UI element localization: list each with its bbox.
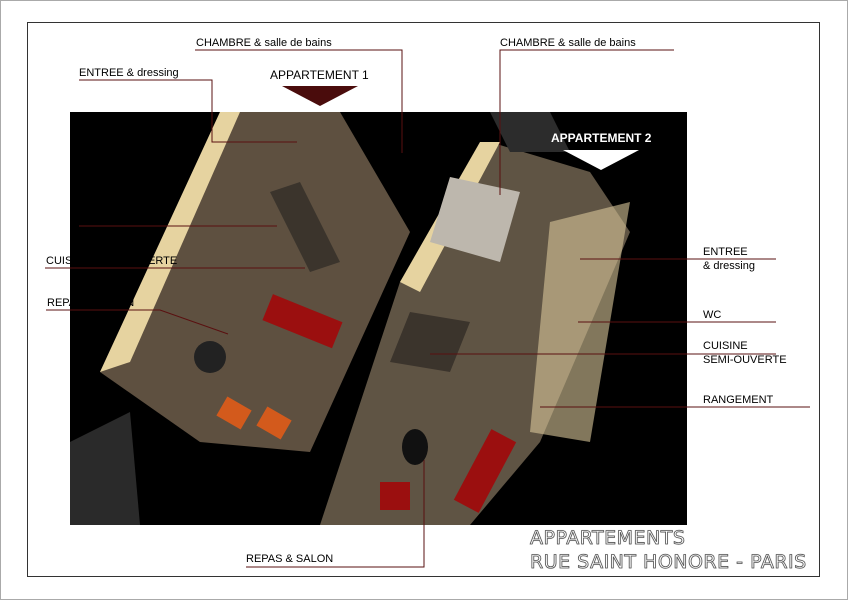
floor-plan-render [70, 112, 687, 525]
apartment-1-chair-1 [216, 396, 252, 430]
label-cuisine-1: CUISINE SEMI-OUVERTE [46, 255, 178, 267]
label-entree-1: ENTREE & dressing [79, 67, 179, 79]
arrow-apartment-1 [282, 86, 358, 106]
title-line-1: APPARTEMENTS [530, 527, 686, 550]
label-entree-2-sub: & dressing [703, 260, 755, 272]
label-repas-1: REPAS & SALON [47, 297, 135, 309]
label-appartement-2: APPARTEMENT 2 [551, 131, 652, 145]
apartment-2-chair-black [402, 429, 428, 465]
label-entree-2: ENTREE [703, 246, 748, 258]
label-chambre-1: CHAMBRE & salle de bains [196, 37, 332, 49]
arrow-apartment-2 [563, 150, 639, 170]
apartment-1-table [194, 341, 226, 373]
label-cuisine-2: CUISINE [703, 340, 748, 352]
label-chambre-2: CHAMBRE & salle de bains [500, 37, 636, 49]
label-rangement: RANGEMENT [703, 394, 774, 406]
apartment-1-floor [100, 112, 410, 452]
apartment-2-kitchen [390, 312, 470, 372]
label-wc-1: WC [86, 212, 105, 224]
label-repas-2: REPAS & SALON [246, 553, 334, 565]
apartment-2-armchair [380, 482, 410, 510]
title-line-2: RUE SAINT HONORE - PARIS [530, 551, 807, 574]
label-cuisine-2-sub: SEMI-OUVERTE [703, 354, 787, 366]
apartment-1-sofa [262, 294, 343, 349]
apartment-2-sofa [453, 429, 517, 513]
apartment-1-chair-2 [256, 406, 292, 440]
plan-frame [27, 22, 820, 577]
shadow-top [490, 112, 570, 152]
label-appartement-1: APPARTEMENT 1 [270, 68, 369, 82]
apartment-1-kitchen [270, 182, 340, 272]
apartment-1-wall-left [100, 112, 240, 372]
apartment-2-bed [430, 177, 520, 262]
shadow-left [70, 412, 140, 525]
label-wc-2: WC [703, 309, 722, 321]
